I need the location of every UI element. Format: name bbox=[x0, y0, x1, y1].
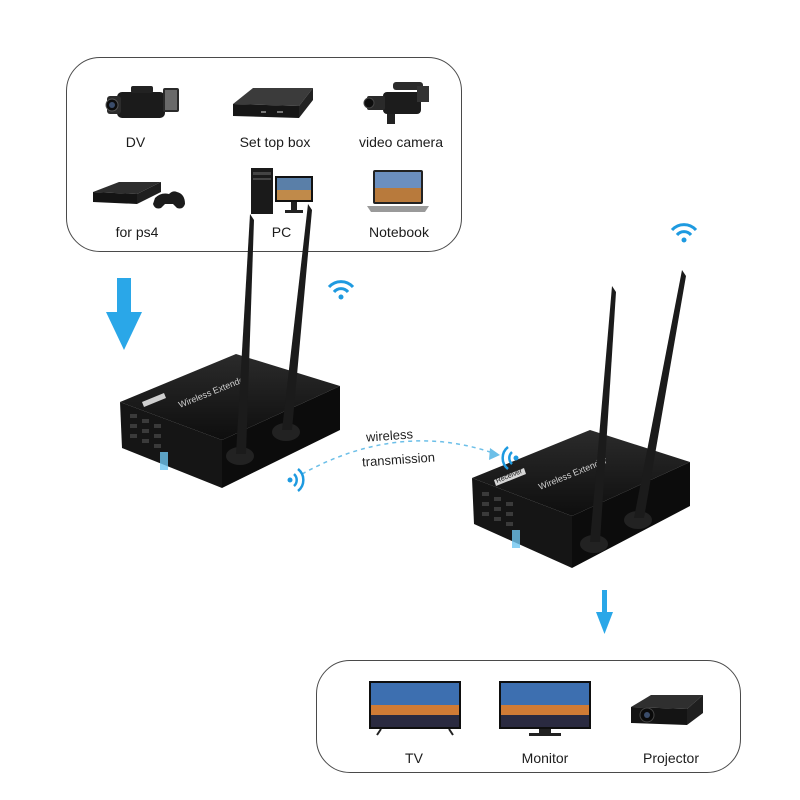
receiver-tag: Receiver bbox=[495, 468, 524, 485]
display-label-projector: Projector bbox=[642, 750, 700, 766]
pro-video-camera-icon bbox=[363, 82, 429, 124]
tv-icon bbox=[369, 681, 461, 736]
display-devices-panel: TV Monitor Projector bbox=[316, 660, 741, 773]
display-label-tv: TV bbox=[405, 750, 423, 766]
display-label-monitor: Monitor bbox=[521, 750, 569, 766]
source-label-notebook: Notebook bbox=[369, 224, 429, 240]
source-label-ps4: for ps4 bbox=[115, 224, 159, 240]
input-arrow-icon bbox=[106, 278, 142, 350]
source-devices-panel: DV Set top box video camera for ps4 P bbox=[66, 57, 462, 252]
signal-waves-transmitter-icon bbox=[287, 468, 305, 492]
receiver-label: Wireless Extender bbox=[537, 455, 608, 492]
source-label-video-camera: video camera bbox=[358, 134, 444, 150]
signal-waves-receiver-icon bbox=[501, 446, 519, 470]
source-label-dv: DV bbox=[125, 134, 146, 150]
output-arrow-icon bbox=[596, 590, 613, 634]
transmitter-label: Wireless Extender bbox=[177, 373, 248, 410]
wifi-icon-transmitter bbox=[327, 280, 355, 300]
wifi-icon-receiver bbox=[670, 223, 698, 243]
monitor-icon bbox=[499, 681, 591, 736]
source-label-set-top-box: Set top box bbox=[239, 134, 311, 150]
wireless-link-arrowhead bbox=[489, 448, 500, 460]
desktop-pc-icon bbox=[251, 168, 313, 214]
set-top-box-icon bbox=[233, 88, 313, 118]
source-label-pc: PC bbox=[271, 224, 292, 240]
camcorder-icon bbox=[105, 86, 179, 118]
game-console-icon bbox=[93, 182, 185, 209]
receiver-device: Receiver Wireless Extender bbox=[472, 270, 690, 568]
wireless-label: wireless bbox=[365, 426, 414, 445]
laptop-icon bbox=[367, 170, 429, 212]
transmission-label: transmission bbox=[361, 449, 436, 470]
projector-icon bbox=[631, 695, 703, 725]
